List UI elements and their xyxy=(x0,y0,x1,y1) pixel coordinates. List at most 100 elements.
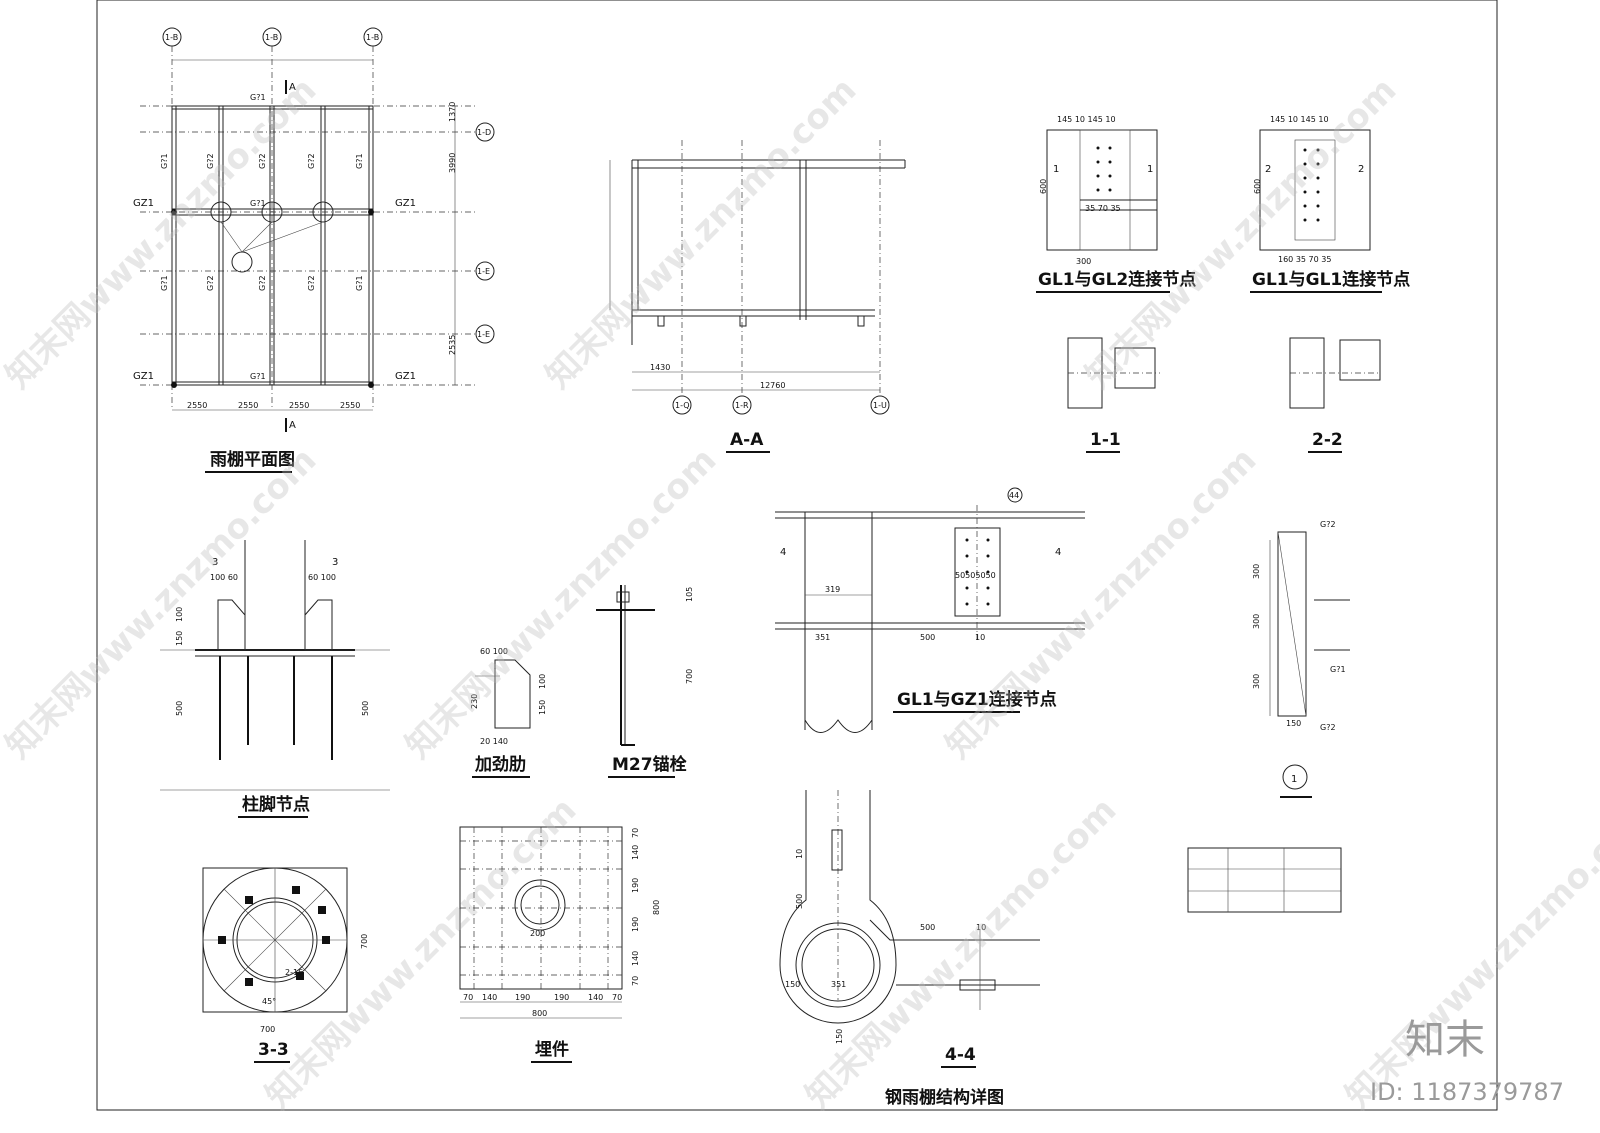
plan-beam-v-6: G?1 xyxy=(160,275,169,291)
section-33: 45° 700 700 2-16 3-3 xyxy=(202,867,369,1063)
det1-dim-4: 150 xyxy=(1286,719,1301,728)
axis-bubble-right-1 xyxy=(475,122,495,142)
stiff-dim-2: 230 xyxy=(470,694,479,709)
aa-axis-1: 1-Q xyxy=(675,401,690,410)
embed-rdim-2: 140 xyxy=(631,845,640,860)
base-top-dims-left: 100 60 xyxy=(210,573,238,582)
gl11-cut-right: 2 xyxy=(1358,164,1364,175)
title-section-11: 1-1 xyxy=(1090,430,1121,450)
gz1-weld: 44 xyxy=(1009,491,1019,500)
plan-column-right-mid: GZ1 xyxy=(395,198,416,209)
section-aa: 1430 12760 1-Q 1-R 1-U A-A xyxy=(609,140,906,453)
gz1-dim-3: 500 xyxy=(920,633,935,642)
axis-bubble-right-3 xyxy=(475,324,495,344)
det1-dim-3: 300 xyxy=(1252,674,1261,689)
gz1-cut-left: 4 xyxy=(780,547,786,558)
anchor-dim-2: 700 xyxy=(685,669,694,684)
base-cut-right: 3 xyxy=(332,557,338,568)
gl11-top-dims: 145 10 145 10 xyxy=(1270,115,1329,124)
embed-hole: 200 xyxy=(530,929,545,938)
plan-beam-top: G?1 xyxy=(250,93,266,102)
base-side-dim-2: 150 xyxy=(175,631,184,646)
title-embed: 埋件 xyxy=(535,1039,569,1060)
title-section-22: 2-2 xyxy=(1312,430,1343,450)
det1-dim-1: 300 xyxy=(1252,564,1261,579)
plan-beam-v-9: G?2 xyxy=(307,275,316,291)
axis-bubble-right-2 xyxy=(475,261,495,281)
title-section-44: 4-4 xyxy=(945,1045,976,1065)
embed-bdim-6: 70 xyxy=(612,993,622,1002)
anchor-bolt: 105 700 M27锚栓 xyxy=(596,585,694,778)
plan-dim-3: 2550 xyxy=(289,401,309,410)
gz1-dim-1: 319 xyxy=(825,585,840,594)
embed-total-right: 800 xyxy=(652,900,661,915)
brand-logo-text: 知末 xyxy=(1405,1017,1485,1063)
gl12-cut-left: 1 xyxy=(1053,164,1059,175)
plan-beam-v-10: G?1 xyxy=(355,275,364,291)
plan-beam-v-2: G?2 xyxy=(206,153,215,169)
plan-beam-v-7: G?2 xyxy=(206,275,215,291)
plan-dim-1: 2550 xyxy=(187,401,207,410)
embed-rdim-3: 190 xyxy=(631,878,640,893)
plan-beam-v-8: G?2 xyxy=(258,275,267,291)
axis-label-right-1: 1-D xyxy=(477,128,491,137)
gl12-bottom-dims: 35 70 35 xyxy=(1085,204,1121,213)
gl11-cut-left: 2 xyxy=(1265,164,1271,175)
gz1-bolt-dims: 50505050 xyxy=(955,571,996,580)
stiff-dim-1: 60 100 xyxy=(480,647,508,656)
node-gl1-gz1: 319 351 500 10 50505050 44 4 4 GL1与GZ1连接… xyxy=(775,487,1085,733)
embed-bdim-4: 190 xyxy=(554,993,569,1002)
embed-rdim-6: 70 xyxy=(631,976,640,986)
title-detail-1: 1 xyxy=(1291,774,1297,785)
embed-rdim-1: 70 xyxy=(631,828,640,838)
title-section-33: 3-3 xyxy=(258,1040,289,1060)
sec33-note: 2-16 xyxy=(285,968,303,977)
det1-label-2: G?1 xyxy=(1330,665,1346,674)
sec44-dim-1: 10 xyxy=(795,849,804,859)
gl12-width: 300 xyxy=(1076,257,1091,266)
plan-dim-r2: 3990 xyxy=(448,153,457,173)
title-plan: 雨棚平面图 xyxy=(210,449,295,470)
embed-total-bottom: 800 xyxy=(532,1009,547,1018)
plan-dim-2: 2550 xyxy=(238,401,258,410)
gl12-cut-right: 1 xyxy=(1147,164,1153,175)
gl12-height: 600 xyxy=(1039,179,1048,194)
sec44-dim-6: 351 xyxy=(831,980,846,989)
plan-column-left-bottom: GZ1 xyxy=(133,371,154,382)
sec33-angle: 45° xyxy=(262,997,276,1006)
watermark-1: 知末网www.znzmo.com xyxy=(0,70,324,396)
embed-bdim-2: 140 xyxy=(482,993,497,1002)
brand-id: ID: 1187379787 xyxy=(1370,1078,1564,1106)
plan-beam-bottom: G?1 xyxy=(250,372,266,381)
embed-bdim-3: 190 xyxy=(515,993,530,1002)
watermark-4: 知末网www.znzmo.com xyxy=(0,440,324,766)
watermark-2: 知末网www.znzmo.com xyxy=(538,70,864,396)
embed-rdim-5: 140 xyxy=(631,951,640,966)
sec44-dim-2: 500 xyxy=(795,894,804,909)
embed-rdim-4: 190 xyxy=(631,917,640,932)
det1-label-3: G?2 xyxy=(1320,723,1336,732)
plan-dim-4: 2550 xyxy=(340,401,360,410)
plan-dim-r1: 1370 xyxy=(448,102,457,122)
aa-dim-2: 12760 xyxy=(760,381,785,390)
watermark-9: 知末网www.znzmo.com xyxy=(1338,790,1600,1116)
embed-plate: 70 140 190 190 140 70 800 70 140 190 190… xyxy=(459,826,661,1063)
det1-label-1: G?2 xyxy=(1320,520,1336,529)
base-side-dim-5: 500 xyxy=(175,701,184,716)
stiff-dim-3: 100 xyxy=(538,674,547,689)
sec44-dim-4: 10 xyxy=(976,923,986,932)
watermark-3: 知末网www.znzmo.com xyxy=(1078,70,1404,396)
base-node: 100 60 60 100 100 150 500 500 3 3 柱脚节点 xyxy=(160,540,390,818)
sheet-title: 钢雨棚结构详图 xyxy=(885,1087,1004,1108)
axis-label-top-3: 1-B xyxy=(366,33,379,42)
plan-beam-v-4: G?2 xyxy=(307,153,316,169)
base-side-dim-1: 100 xyxy=(175,607,184,622)
title-base-node: 柱脚节点 xyxy=(242,794,310,815)
plan-section-mark-bottom: A xyxy=(289,420,296,431)
stiff-dim-4: 150 xyxy=(538,700,547,715)
plan-view: 1-B 1-B 1-B 1-D 1-E 1-E xyxy=(133,27,495,473)
title-section-aa: A-A xyxy=(730,430,764,450)
gz1-cut-right: 4 xyxy=(1055,547,1061,558)
